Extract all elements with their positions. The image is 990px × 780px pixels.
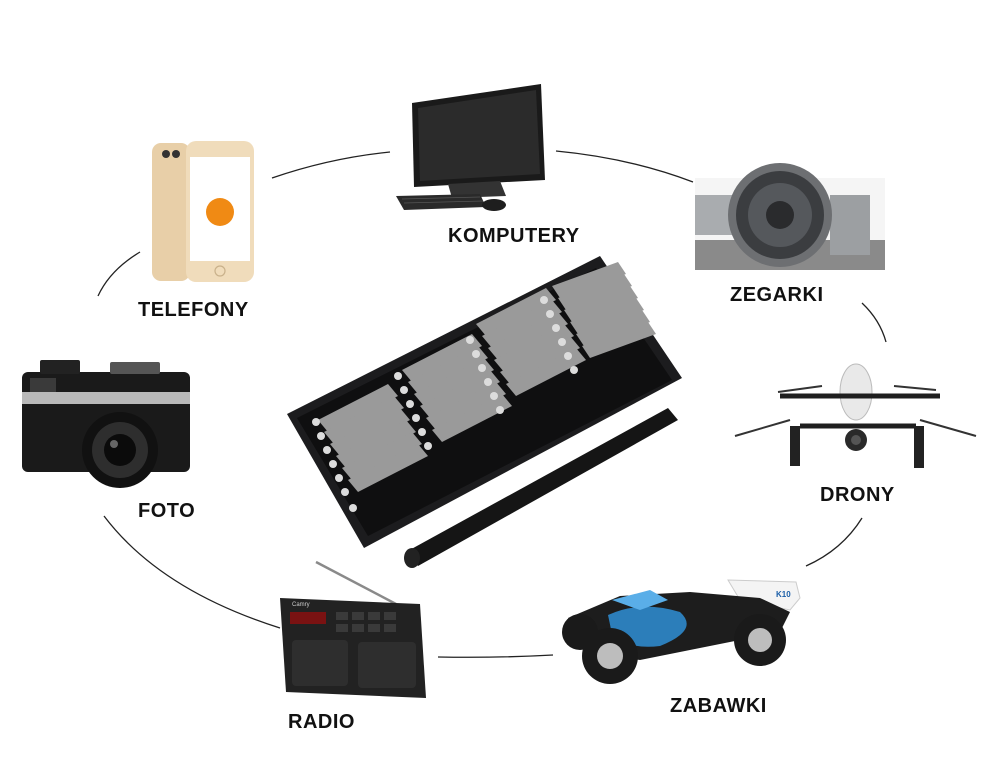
radio-icon: Camry: [280, 560, 426, 698]
arc-zegarki-drony: [861, 302, 887, 343]
rc-car-icon: K10: [562, 579, 801, 684]
arc-foto-radio: [103, 515, 281, 629]
bit-rows: [318, 262, 656, 492]
label-telefony: TELEFONY: [138, 299, 249, 321]
connector-arcs: [97, 150, 887, 658]
drone-icon: [734, 363, 977, 468]
label-drony: DRONY: [820, 484, 895, 506]
label-foto: FOTO: [138, 500, 196, 522]
car-badge: K10: [776, 590, 791, 599]
arc-drony-zabawki: [805, 517, 863, 567]
radio-brand: Camry: [292, 602, 310, 608]
phone-icon: [152, 141, 254, 282]
watch-icon: [695, 163, 885, 270]
bit-symbols: [312, 296, 578, 512]
label-zabawki: ZABAWKI: [670, 695, 767, 717]
label-radio: RADIO: [288, 711, 355, 733]
camera-icon: [22, 360, 190, 488]
label-zegarki: ZEGARKI: [730, 284, 824, 306]
computer-icon: [396, 84, 545, 211]
arc-telefony-foto: [97, 251, 141, 297]
label-komputery: KOMPUTERY: [448, 225, 580, 247]
arc-radio-zabawki: [437, 654, 554, 658]
arc-telefony-komputery: [271, 151, 391, 179]
arc-komputery-zegarki: [555, 150, 694, 183]
screwdriver-kit-icon: [287, 256, 682, 568]
